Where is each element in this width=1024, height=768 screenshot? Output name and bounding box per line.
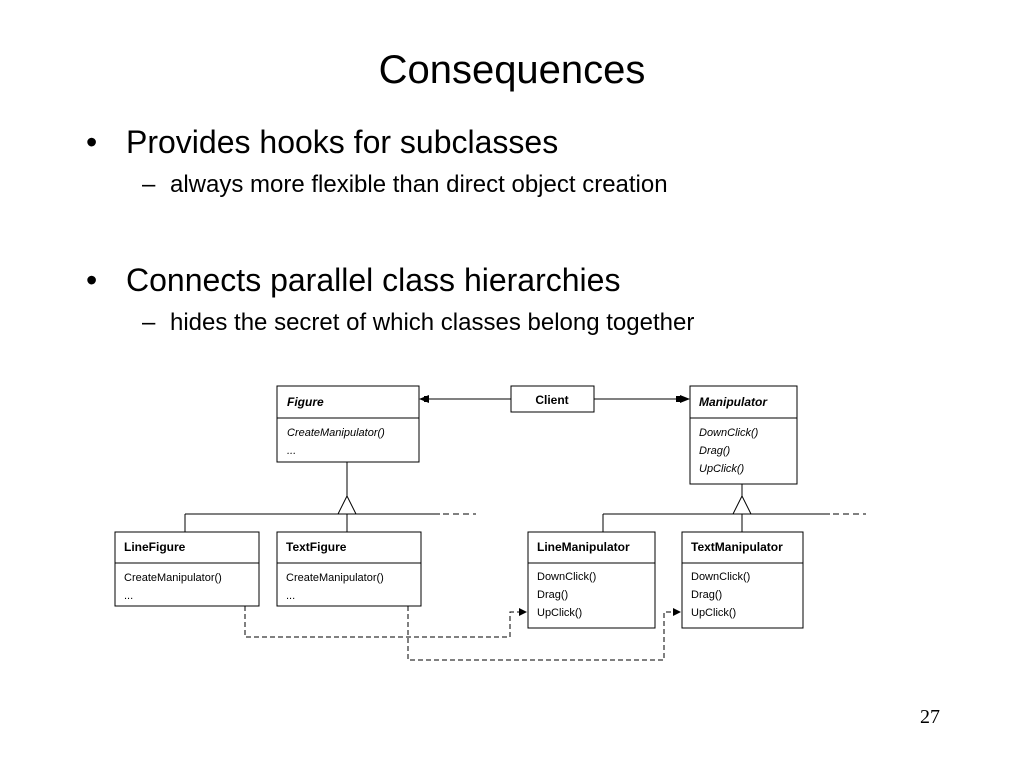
class-name: TextFigure (286, 540, 347, 554)
bullet-item: • Connects parallel class hierarchies (86, 258, 966, 302)
class-name: Figure (287, 395, 324, 409)
class-operation: ... (286, 590, 295, 602)
class-name: LineManipulator (537, 540, 630, 554)
class-operation: UpClick() (699, 463, 745, 475)
slide-title: Consequences (378, 48, 646, 92)
class-operation: DownClick() (537, 571, 596, 583)
class-name: Manipulator (699, 395, 768, 409)
client-manipulator-association (594, 395, 690, 403)
sub-bullet-marker: – (142, 171, 156, 198)
class-operation: Drag() (537, 589, 568, 601)
bullet-text: Connects parallel class hierarchies (126, 262, 621, 298)
class-operation: Drag() (691, 589, 722, 601)
text-figure-class-box: TextFigure CreateManipulator() ... (276, 531, 422, 607)
class-name: TextManipulator (691, 540, 783, 554)
line-manipulator-class-box: LineManipulator DownClick() Drag() UpCli… (527, 531, 656, 629)
page-number: 27 (920, 706, 940, 728)
class-operation: Drag() (699, 445, 731, 457)
client-figure-association (419, 395, 511, 403)
text-figure-creates-text-manipulator (407, 606, 681, 661)
sub-bullet-text: hides the secret of which classes belong… (170, 309, 695, 336)
class-operation: CreateManipulator() (124, 572, 222, 584)
class-operation: UpClick() (537, 607, 582, 619)
class-operation: DownClick() (699, 427, 759, 439)
sub-bullet-item: – always more flexible than direct objec… (86, 168, 966, 202)
sub-bullet-marker: – (142, 309, 156, 336)
class-operation: ... (287, 445, 296, 457)
class-operation: UpClick() (691, 607, 736, 619)
bullet-marker: • (86, 262, 98, 298)
class-operation: CreateManipulator() (286, 572, 384, 584)
client-box: Client (510, 385, 595, 413)
text-manipulator-class-box: TextManipulator DownClick() Drag() UpCli… (681, 531, 804, 629)
manipulator-inheritance (602, 484, 866, 532)
class-operation: CreateManipulator() (287, 427, 385, 439)
class-operation: DownClick() (691, 571, 750, 583)
sub-bullet-item: – hides the secret of which classes belo… (86, 306, 966, 340)
bullet-list: • Provides hooks for subclasses – always… (86, 120, 966, 340)
manipulator-class-box: Manipulator DownClick() Drag() UpClick() (689, 385, 798, 485)
bullet-marker: • (86, 124, 98, 160)
class-name: LineFigure (124, 540, 186, 554)
figure-class-box: Figure CreateManipulator() ... (276, 385, 420, 463)
line-figure-class-box: LineFigure CreateManipulator() ... (114, 531, 260, 607)
bullet-text: Provides hooks for subclasses (126, 124, 559, 160)
sub-bullet-text: always more flexible than direct object … (170, 171, 668, 198)
bullet-item: • Provides hooks for subclasses (86, 120, 966, 164)
figure-inheritance (184, 462, 476, 532)
class-operation: ... (124, 590, 133, 602)
client-label: Client (535, 393, 568, 407)
line-figure-creates-line-manipulator (244, 606, 527, 638)
